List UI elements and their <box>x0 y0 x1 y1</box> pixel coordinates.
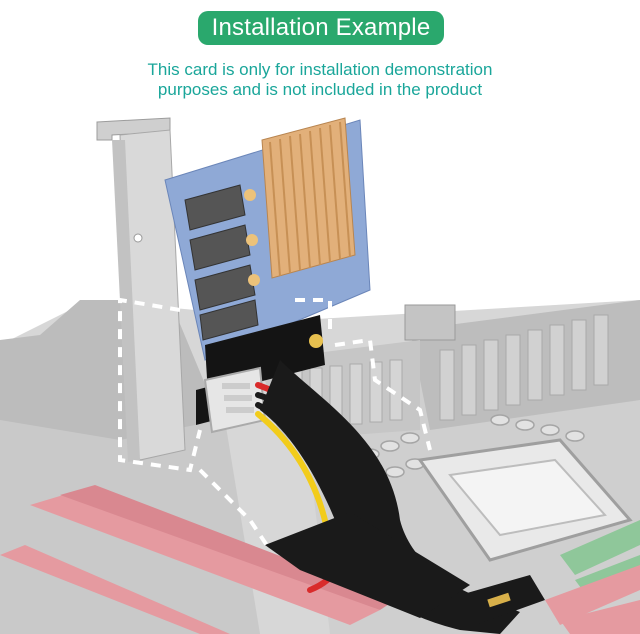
cpu-socket <box>417 438 633 562</box>
vrm-heatsink <box>404 300 640 430</box>
note-line-1: This card is only for installation demon… <box>147 60 493 79</box>
ram-slots <box>545 520 640 634</box>
dashed-outline <box>118 297 432 552</box>
note-line-2: purposes and is not included in the prod… <box>157 80 483 99</box>
installation-illustration <box>0 117 640 634</box>
title-text: Installation Example <box>211 14 431 41</box>
pcie-slots <box>0 485 395 634</box>
power-connector <box>203 366 267 434</box>
ribbon-cable <box>260 360 545 634</box>
title-banner: Installation Example <box>198 11 444 45</box>
card-heatsink <box>261 117 356 279</box>
